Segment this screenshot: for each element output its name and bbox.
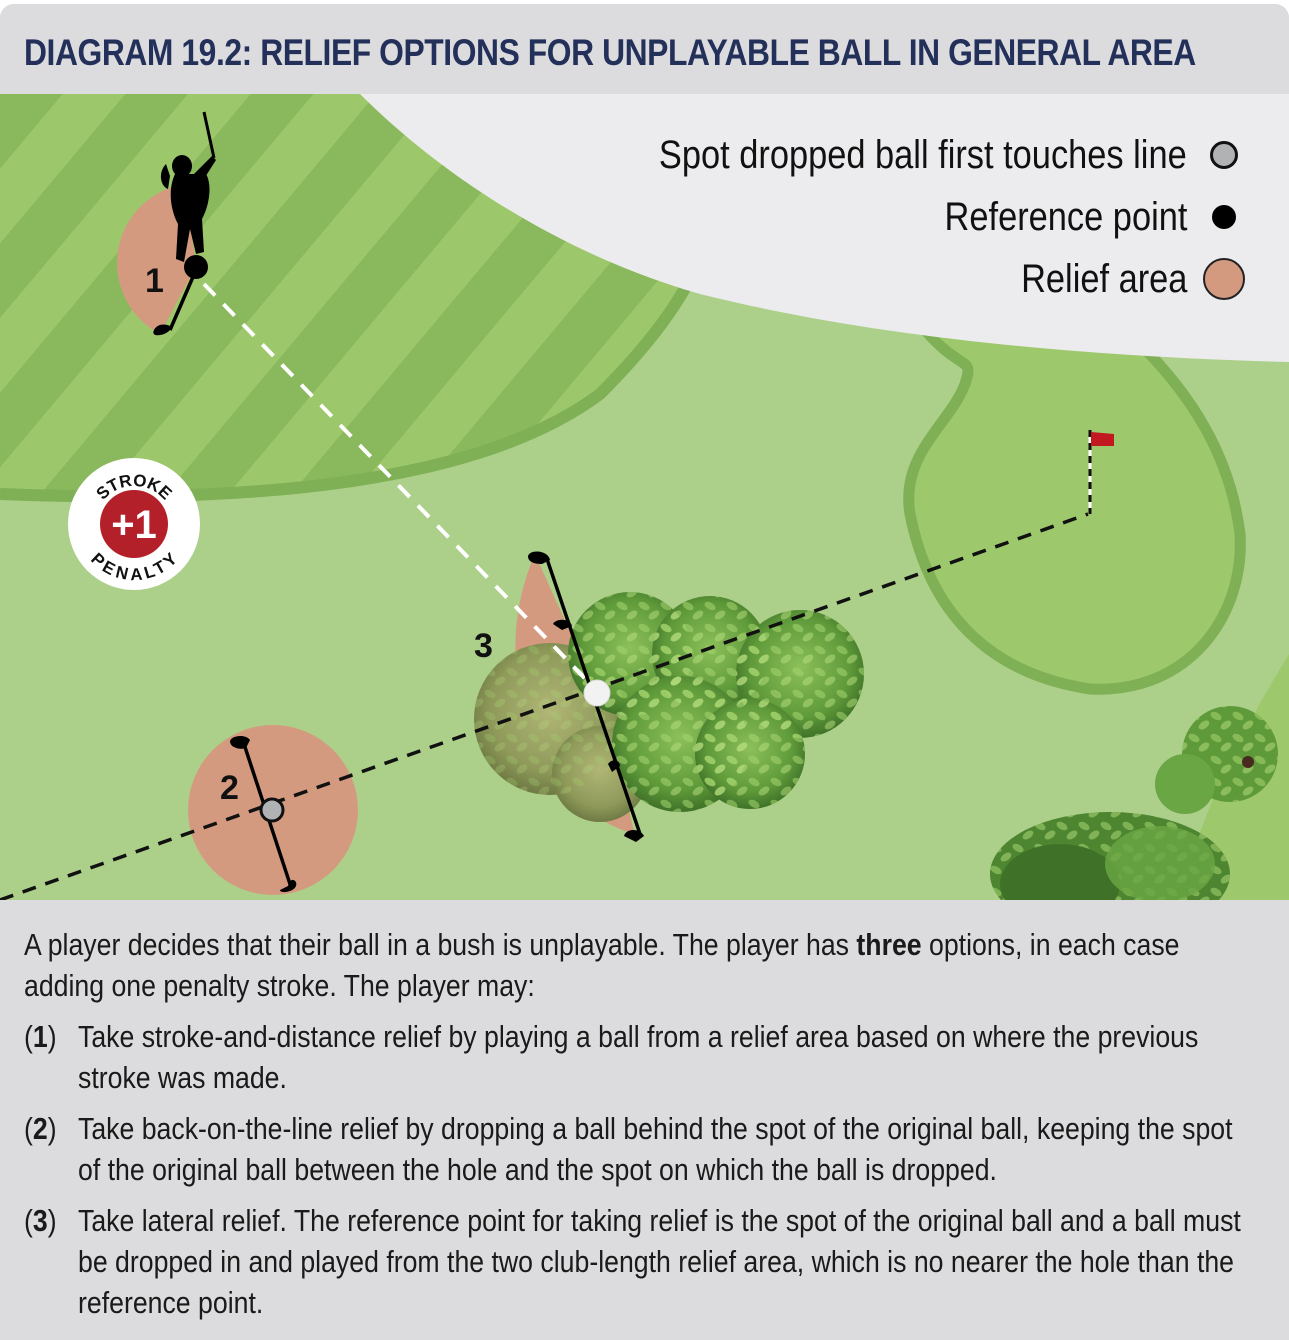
- diagram-card: DIAGRAM 19.2: RELIEF OPTIONS FOR UNPLAYA…: [0, 4, 1289, 1340]
- flag-icon: [1088, 430, 1114, 514]
- option-number: (3): [24, 1203, 57, 1238]
- legend-label: Relief area: [1020, 256, 1187, 301]
- option-text: Take back-on-the-line relief by dropping…: [78, 1111, 1233, 1187]
- option-item: (1) Take stroke-and-distance relief by p…: [24, 1016, 1264, 1098]
- legend-background: [360, 94, 1289, 362]
- putting-green: [903, 317, 1246, 695]
- option-label-3: 3: [474, 627, 493, 665]
- option-label-1: 1: [145, 262, 164, 300]
- badge-center-text: +1: [111, 503, 157, 547]
- club-icon: [153, 269, 198, 336]
- header: DIAGRAM 19.2: RELIEF OPTIONS FOR UNPLAYA…: [0, 4, 1289, 94]
- option-text: Take stroke-and-distance relief by playi…: [78, 1019, 1199, 1095]
- reference-point-1: [184, 255, 208, 279]
- legend: Spot dropped ball first touches line Ref…: [573, 124, 1245, 310]
- legend-item: Spot dropped ball first touches line: [573, 124, 1245, 186]
- stroke-distance-path: [202, 282, 600, 694]
- black-dot-icon: [1212, 205, 1236, 229]
- legend-item: Relief area: [573, 248, 1245, 310]
- option-number: (2): [24, 1111, 57, 1146]
- tree: [990, 706, 1278, 900]
- relief-area-icon: [1203, 258, 1245, 300]
- back-on-line-path: [0, 512, 1089, 900]
- legend-label: Spot dropped ball first touches line: [659, 132, 1187, 177]
- legend-label: Reference point: [944, 194, 1187, 239]
- option-number: (1): [24, 1019, 57, 1054]
- grey-circle-icon: [1210, 141, 1238, 169]
- legend-item: Reference point: [573, 186, 1245, 248]
- option-item: (2) Take back-on-the-line relief by drop…: [24, 1108, 1264, 1190]
- page-title: DIAGRAM 19.2: RELIEF OPTIONS FOR UNPLAYA…: [24, 32, 1196, 73]
- option-label-2: 2: [220, 769, 239, 807]
- original-ball: [583, 679, 611, 707]
- description: A player decides that their ball in a bu…: [24, 924, 1264, 1333]
- golfer-icon: [160, 111, 216, 262]
- stroke-penalty-badge: STROKE PENALTY +1: [66, 456, 202, 592]
- intro-paragraph: A player decides that their ball in a bu…: [24, 927, 1180, 1003]
- option-item: (3) Take lateral relief. The reference p…: [24, 1200, 1264, 1323]
- drop-spot-2: [259, 797, 285, 823]
- relief-area-1: [117, 184, 196, 334]
- option-text: Take lateral relief. The reference point…: [78, 1203, 1241, 1320]
- course-diagram: 1 2 3: [0, 94, 1289, 900]
